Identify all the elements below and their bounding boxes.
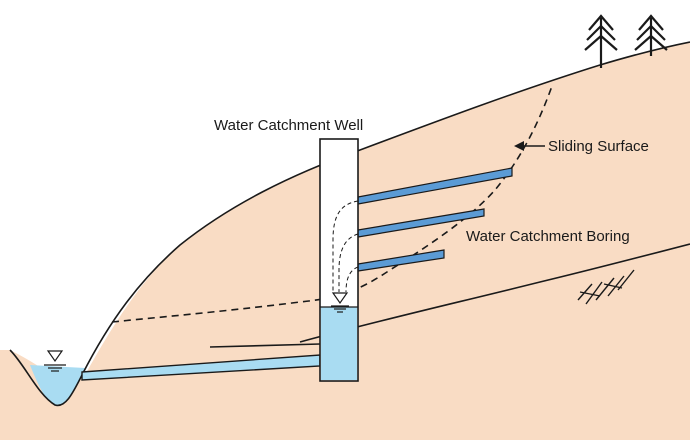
stratum-line-left: [209, 343, 321, 348]
river-water-level-icon: [44, 350, 66, 372]
water-level-icon: [331, 292, 349, 313]
well-label: Water Catchment Well: [214, 117, 364, 134]
flow-line-3: [345, 266, 359, 293]
flow-line-1: [332, 200, 359, 292]
ground-surface-line: [9, 41, 690, 407]
flow-line-2: [338, 233, 359, 292]
sliding-surface-arrow: [514, 141, 545, 151]
tree-icon: [584, 14, 618, 68]
river-water: [30, 365, 85, 406]
well-water: [321, 307, 357, 380]
sliding-surface-label: Sliding Surface: [548, 138, 649, 155]
rock-hatch-icon: [577, 269, 635, 305]
bedrock-boundary: [299, 243, 690, 343]
boring-label: Water Catchment Boring: [466, 228, 630, 245]
tree-icon-2: [634, 14, 668, 56]
sliding-surface-line: [111, 85, 553, 323]
